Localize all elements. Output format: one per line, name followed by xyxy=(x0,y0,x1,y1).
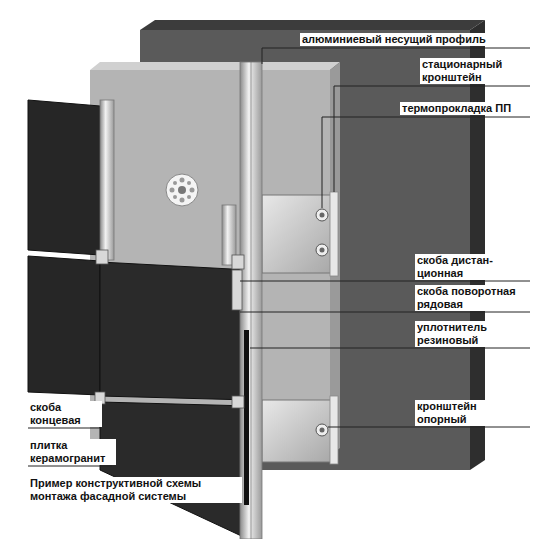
callout-label: скоба концевая xyxy=(28,401,102,427)
stationary-bracket xyxy=(262,192,338,276)
callout-label: термопрокладка ПП xyxy=(400,102,534,115)
rubber-seal xyxy=(244,330,249,505)
callout-label: алюминиевый несущий профиль xyxy=(300,33,534,46)
support-bracket xyxy=(262,396,338,464)
porcelain-tile xyxy=(28,100,250,539)
clip xyxy=(95,250,244,408)
callout-label: уплотнитель резиновый xyxy=(415,321,519,347)
insulation-dowel xyxy=(166,174,198,206)
insulation xyxy=(90,62,340,455)
aluminium-profile xyxy=(100,62,262,539)
callout-label: скоба поворотная рядовая xyxy=(415,285,534,311)
callout-label: кронштейн опорный xyxy=(415,400,509,426)
callout-label: стационарный кронштейн xyxy=(420,58,524,84)
callout-label: плитка керамогранит xyxy=(28,439,116,465)
callout-label: скоба дистан- ционная xyxy=(415,254,514,280)
caption: Пример конструктивной схемы монтажа фаса… xyxy=(28,477,242,503)
